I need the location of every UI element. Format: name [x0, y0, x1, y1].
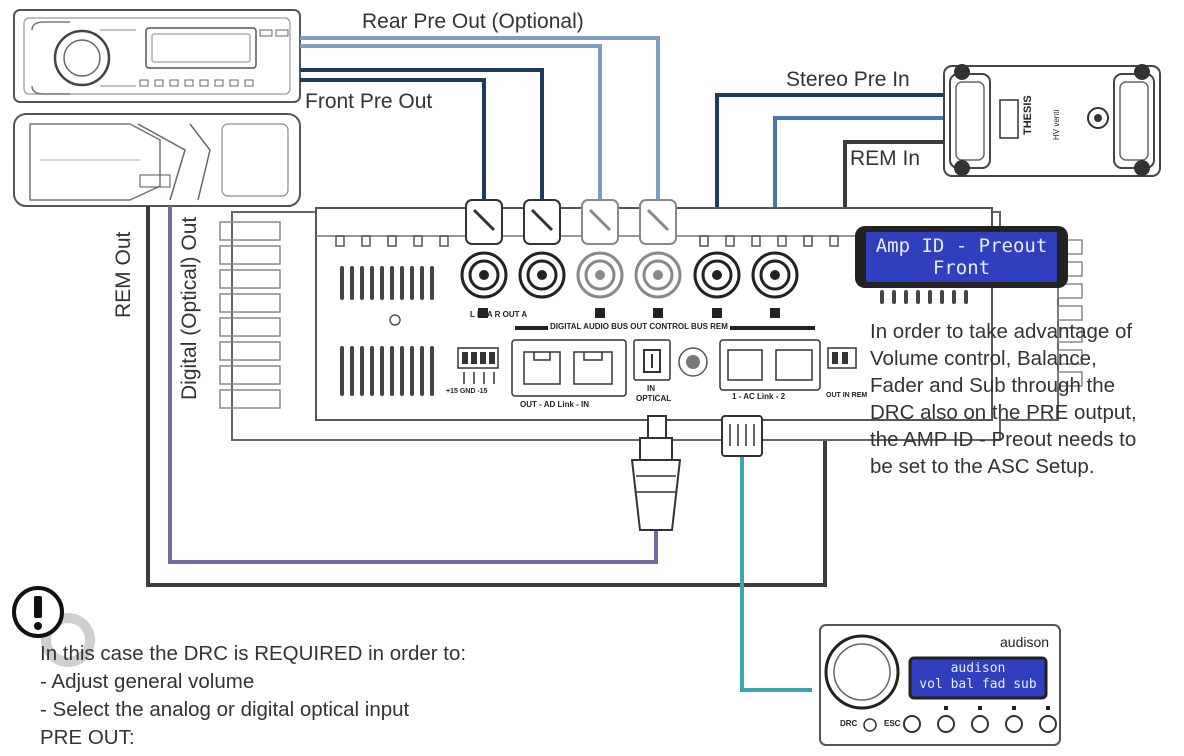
asc-setup-note: In order to take advantage of Volume con… — [870, 318, 1170, 480]
optical-plug — [630, 415, 682, 531]
thesis-amplifier — [943, 64, 1161, 177]
req-line: - Adjust general volume — [40, 670, 255, 693]
esc-button-label: ESC — [884, 719, 901, 728]
amp-optical-label: OPTICAL — [636, 394, 672, 403]
digital-output-module — [13, 113, 301, 207]
drc-lcd-line2: vol bal fad sub — [919, 677, 1037, 692]
note-line: be set to the ASC Setup. — [870, 455, 1095, 478]
drc-brand: audison — [1000, 634, 1050, 650]
drc-requirements: In this case the DRC is REQUIRED in orde… — [40, 640, 466, 752]
rear-pre-out-cable — [300, 36, 660, 200]
stereo-pre-in-cable-b — [773, 116, 948, 250]
stereo-pre-in-cable-a — [715, 93, 948, 250]
front-pre-out-cable — [300, 68, 544, 200]
head-unit — [13, 9, 301, 103]
amp-in-out-a-label: L IN A R OUT A — [470, 310, 528, 319]
amp-power-terminals-label: +15 GND -15 — [446, 388, 488, 395]
amp-lcd-line2: Front — [932, 257, 991, 279]
thesis-model: HV venti — [1052, 109, 1061, 140]
drc-remote — [819, 624, 1061, 746]
label-rear-pre-out: Rear Pre Out (Optional) — [362, 10, 584, 33]
note-line: Fader and Sub through the — [870, 374, 1116, 397]
label-digital-optical-out: Digital (Optical) Out — [178, 216, 201, 400]
rear-pre-out-cable-b — [300, 44, 602, 200]
optical-cable — [168, 206, 658, 564]
amp-optical-in-label: IN — [647, 384, 655, 393]
note-line: the AMP ID - Preout needs to — [870, 428, 1137, 451]
drc-lcd-text: audison vol bal fad sub — [910, 661, 1046, 693]
ac-link-plug — [721, 415, 763, 457]
amp-ac-link-label: 1 - AC Link - 2 — [732, 392, 786, 401]
rca-jacks — [460, 199, 799, 318]
label-stereo-pre-in: Stereo Pre In — [786, 68, 910, 91]
warning-icon — [12, 586, 95, 667]
note-line: DRC also on the PRE output, — [870, 401, 1137, 424]
drc-lcd-line1: audison — [950, 661, 1006, 676]
amp-lcd — [855, 226, 1068, 288]
label-rem-out: REM Out — [112, 231, 135, 318]
rca-jack-3 — [576, 199, 624, 318]
drc-button-label: DRC — [840, 719, 858, 728]
thesis-brand: THESIS — [1022, 95, 1034, 135]
rca-jack-in-1 — [693, 251, 741, 318]
front-pre-out-cable-b — [300, 78, 486, 200]
rca-jack-1 — [460, 199, 508, 318]
amp-bus-strip-label: DIGITAL AUDIO BUS OUT CONTROL BUS REM — [548, 322, 730, 331]
req-line: PRE OUT: — [40, 726, 135, 749]
amp-out-in-rem-label: OUT IN REM — [826, 392, 868, 399]
note-line: Volume control, Balance, — [870, 347, 1097, 370]
ac-link-cable — [740, 450, 812, 692]
rca-jack-4 — [634, 199, 682, 318]
amp-lcd-line1: Amp ID - Preout — [875, 235, 1048, 257]
rem-out-cable — [146, 206, 827, 587]
label-front-pre-out: Front Pre Out — [305, 90, 433, 113]
amp-lcd-text: Amp ID - Preout Front — [866, 235, 1057, 279]
req-line: In this case the DRC is REQUIRED in orde… — [40, 642, 467, 665]
label-rem-in: REM In — [850, 147, 921, 170]
rca-jack-2 — [518, 199, 566, 299]
amp-ad-link-label: OUT - AD Link - IN — [520, 400, 590, 409]
req-line: - Select the analog or digital optical i… — [40, 698, 410, 721]
note-line: In order to take advantage of — [870, 320, 1133, 343]
rca-jack-in-2 — [751, 251, 799, 318]
